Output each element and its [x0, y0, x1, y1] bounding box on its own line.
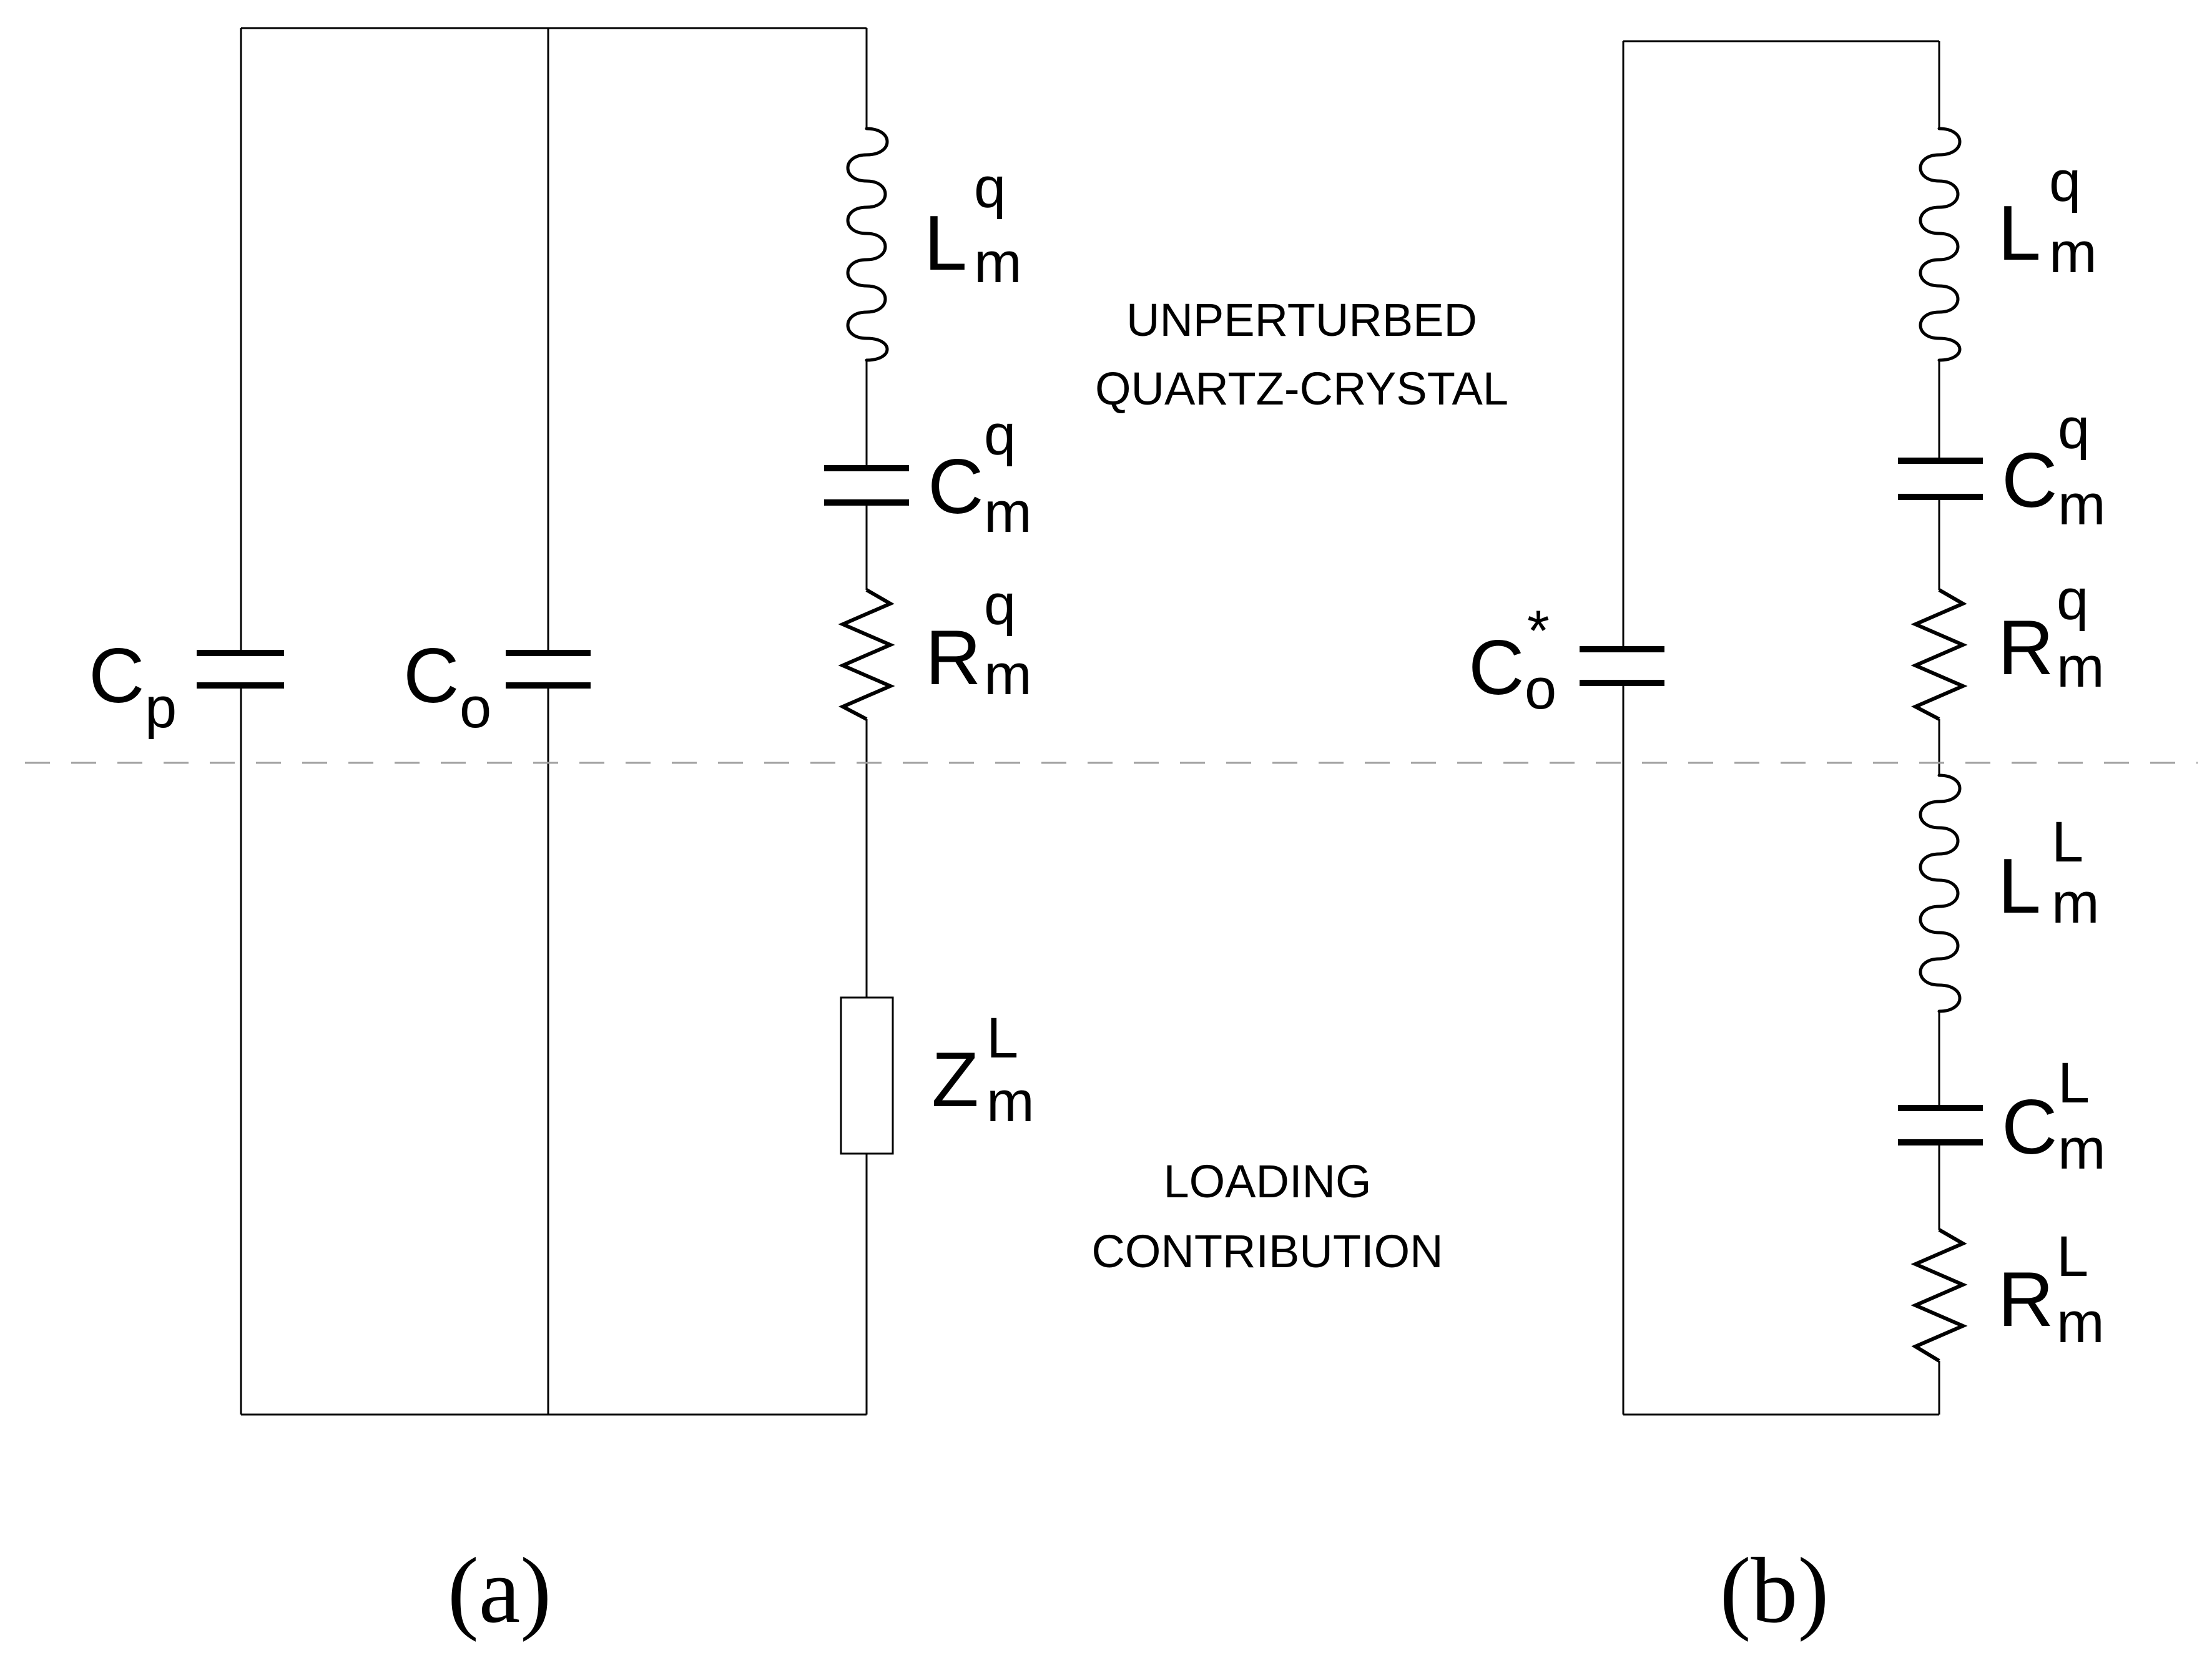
co-star-capacitor — [1580, 646, 1664, 686]
lq-inductor-a — [846, 127, 889, 362]
caption-a: (a) — [448, 1539, 551, 1642]
cq-capacitor-a — [824, 465, 909, 506]
co-star-label: C*o — [1468, 599, 1556, 721]
cl-capacitor-b — [1898, 1105, 1983, 1145]
rq-resistor-b — [1910, 588, 1968, 721]
rl-resistor-b — [1910, 1228, 1968, 1363]
cp-capacitor — [197, 650, 284, 689]
zl-impedance-box — [840, 996, 894, 1155]
caption-b: (b) — [1720, 1539, 1829, 1642]
rq-resistor-a — [838, 588, 895, 721]
ll-inductor-b — [1919, 773, 1962, 1013]
cp-label: Cp — [89, 633, 177, 740]
lq-inductor-b — [1919, 127, 1962, 362]
co-label-a: Co — [403, 633, 491, 740]
cq-capacitor-b — [1898, 458, 1983, 500]
co-capacitor — [506, 650, 591, 689]
